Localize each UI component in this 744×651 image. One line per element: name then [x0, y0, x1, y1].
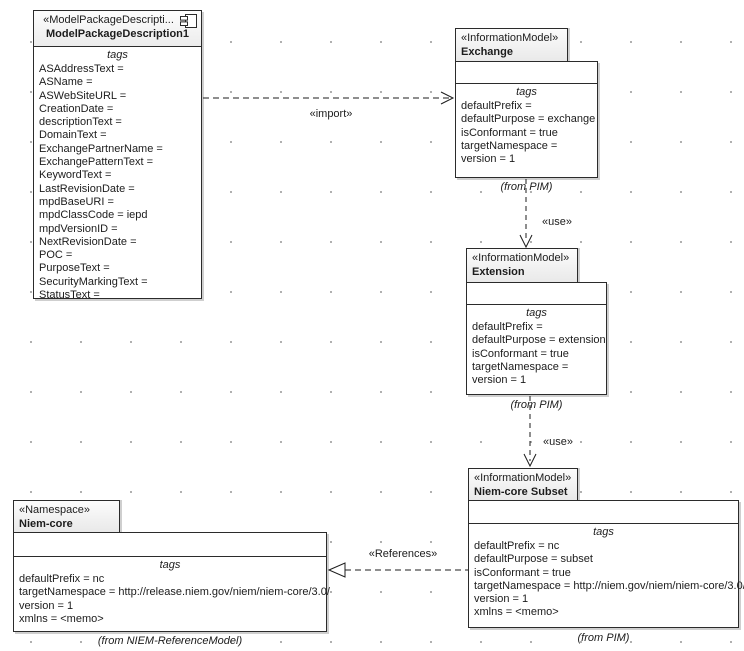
modelpackagedescription1-stereotype: «ModelPackageDescripti...	[43, 14, 174, 26]
niem-core-node-tab[interactable]: «Namespace» Niem-core	[13, 500, 120, 532]
exchange-from-label: (from PIM)	[500, 181, 553, 193]
tag-line: ASAddressText =	[39, 63, 124, 75]
tag-line: xmlns = <memo>	[474, 606, 559, 619]
tag-line: ASWebSiteURL =	[39, 89, 127, 102]
tag-line: mpdBaseURI =	[39, 195, 114, 208]
niem-core-subset-stereotype: «InformationModel»	[474, 472, 572, 484]
tag-line: isConformant = true	[474, 566, 571, 579]
tag-line: xmlns = <memo>	[19, 612, 104, 625]
tag-line: LastRevisionDate =	[39, 182, 135, 195]
modelpackagedescription1-node[interactable]: «ModelPackageDescripti... ModelPackageDe…	[33, 10, 202, 302]
tag-line: defaultPrefix =	[461, 100, 532, 112]
extension-empty-compartment	[467, 283, 606, 305]
tag-line: descriptionText =	[39, 116, 122, 129]
extension-stereotype: «InformationModel»	[472, 252, 570, 264]
tag-line: mpdClassCode = iepd	[39, 209, 148, 222]
niem-core-subset-empty-compartment	[469, 501, 738, 524]
tag-line: defaultPrefix = nc	[474, 540, 560, 552]
references-connector-label: «References»	[368, 548, 438, 560]
tag-line: ASName =	[39, 76, 93, 89]
tag-line: targetNamespace =	[472, 360, 569, 373]
exchange-empty-compartment	[456, 62, 597, 84]
exchange-node-tab[interactable]: «InformationModel» Exchange	[455, 28, 568, 61]
niem-core-from-label: (from NIEM-ReferenceModel)	[97, 635, 243, 647]
tag-line: StatusText =	[39, 289, 100, 302]
extension-node-tab[interactable]: «InformationModel» Extension	[466, 248, 578, 282]
tags-compartment-label: tags	[516, 86, 537, 98]
niem-core-empty-compartment	[14, 533, 326, 557]
niem-core-name: Niem-core	[19, 518, 73, 530]
tag-line: POC =	[39, 249, 73, 262]
tag-line: mpdVersionID =	[39, 222, 118, 235]
niem-core-subset-node-tab[interactable]: «InformationModel» Niem-core Subset	[468, 468, 578, 500]
niem-core-subset-from-label: (from PIM)	[577, 632, 630, 644]
extension-node-body[interactable]: tags defaultPrefix =defaultPurpose = ext…	[466, 282, 607, 395]
tag-line: defaultPrefix =	[472, 321, 543, 333]
use-connector-label-2: «use»	[543, 436, 573, 448]
modelpackagedescription1-tag-list: ASAddressText =ASName =ASWebSiteURL =Cre…	[34, 63, 201, 302]
tag-line: isConformant = true	[461, 126, 558, 139]
tag-line: version = 1	[472, 374, 527, 387]
tag-line: SecurityMarkingText =	[39, 275, 148, 288]
tag-line: PurposeText =	[39, 262, 110, 275]
tag-line: version = 1	[19, 599, 74, 612]
component-icon	[179, 13, 198, 34]
exchange-name: Exchange	[461, 46, 513, 58]
tag-line: NextRevisionDate =	[39, 235, 137, 248]
tag-line: targetNamespace = http://release.niem.go…	[19, 586, 330, 599]
tags-compartment-label: tags	[159, 559, 181, 571]
exchange-stereotype: «InformationModel»	[461, 32, 559, 44]
exchange-tags-compartment: tags defaultPrefix =defaultPurpose = exc…	[456, 84, 597, 166]
use-connector-label-1: «use»	[542, 216, 572, 228]
tag-line: defaultPurpose = extension	[472, 334, 606, 347]
niem-core-subset-name: Niem-core Subset	[474, 486, 568, 498]
tag-line: isConformant = true	[472, 347, 569, 360]
tag-line: ExchangePartnerName =	[39, 142, 163, 155]
tags-compartment-label: tags	[593, 526, 614, 538]
extension-from-label: (from PIM)	[510, 399, 563, 411]
tag-line: CreationDate =	[39, 102, 114, 115]
exchange-node-body[interactable]: tags defaultPrefix =defaultPurpose = exc…	[455, 61, 598, 178]
tags-compartment-label: tags	[526, 307, 547, 319]
tag-line: targetNamespace = http://niem.gov/niem/n…	[474, 579, 744, 592]
extension-tags-compartment: tags defaultPrefix =defaultPurpose = ext…	[467, 305, 606, 387]
tag-line: version = 1	[461, 153, 516, 166]
tag-line: defaultPrefix = nc	[19, 573, 105, 585]
tag-line: DomainText =	[39, 129, 107, 142]
tag-line: KeywordText =	[39, 169, 112, 182]
import-connector-label: «import»	[309, 108, 353, 120]
exchange-tag-list: defaultPrefix =defaultPurpose = exchange…	[456, 100, 597, 166]
tag-line: ExchangePatternText =	[39, 156, 154, 169]
tag-line: version = 1	[474, 593, 529, 606]
niem-core-stereotype: «Namespace»	[19, 504, 90, 516]
modelpackagedescription1-name: ModelPackageDescription1	[45, 28, 190, 40]
modelpackagedescription1-header: «ModelPackageDescripti... ModelPackageDe…	[34, 11, 201, 47]
tag-line: defaultPurpose = exchange	[461, 113, 596, 126]
extension-name: Extension	[472, 266, 525, 278]
modelpackagedescription1-tags-compartment: tags ASAddressText =ASName =ASWebSiteURL…	[34, 47, 201, 302]
tag-line: defaultPurpose = subset	[474, 553, 593, 566]
extension-tag-list: defaultPrefix =defaultPurpose = extensio…	[467, 321, 606, 387]
tag-line: targetNamespace =	[461, 139, 558, 152]
tags-compartment-label: tags	[107, 49, 128, 61]
